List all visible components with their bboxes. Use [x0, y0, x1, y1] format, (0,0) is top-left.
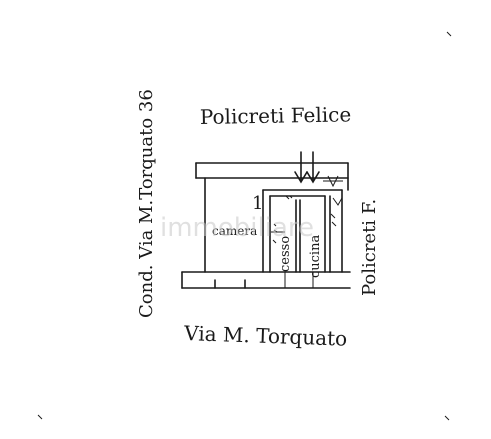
room-hatch-marks: [271, 195, 337, 244]
room-label-cesso: cesso: [278, 236, 293, 272]
street-label: Via M. Torquato: [183, 321, 348, 351]
room-label-cucina: cucina: [308, 235, 323, 278]
west-neighbor-label: Cond. Via M.Torquato 36: [136, 89, 157, 318]
watermark-text: immobiliare: [160, 213, 314, 243]
floor-number: 1: [252, 193, 263, 214]
plan-walls: [181, 162, 351, 289]
corner-mark-top-right: [446, 31, 452, 37]
east-owner-label: Policreti F.: [359, 199, 380, 296]
corner-mark-bottom-left: [37, 414, 43, 420]
entrance-arrows: [284, 151, 343, 206]
room-label-camera: camera: [212, 224, 257, 238]
corner-mark-bottom-right: [444, 415, 450, 421]
north-owner-label: Policreti Felice: [200, 102, 352, 129]
